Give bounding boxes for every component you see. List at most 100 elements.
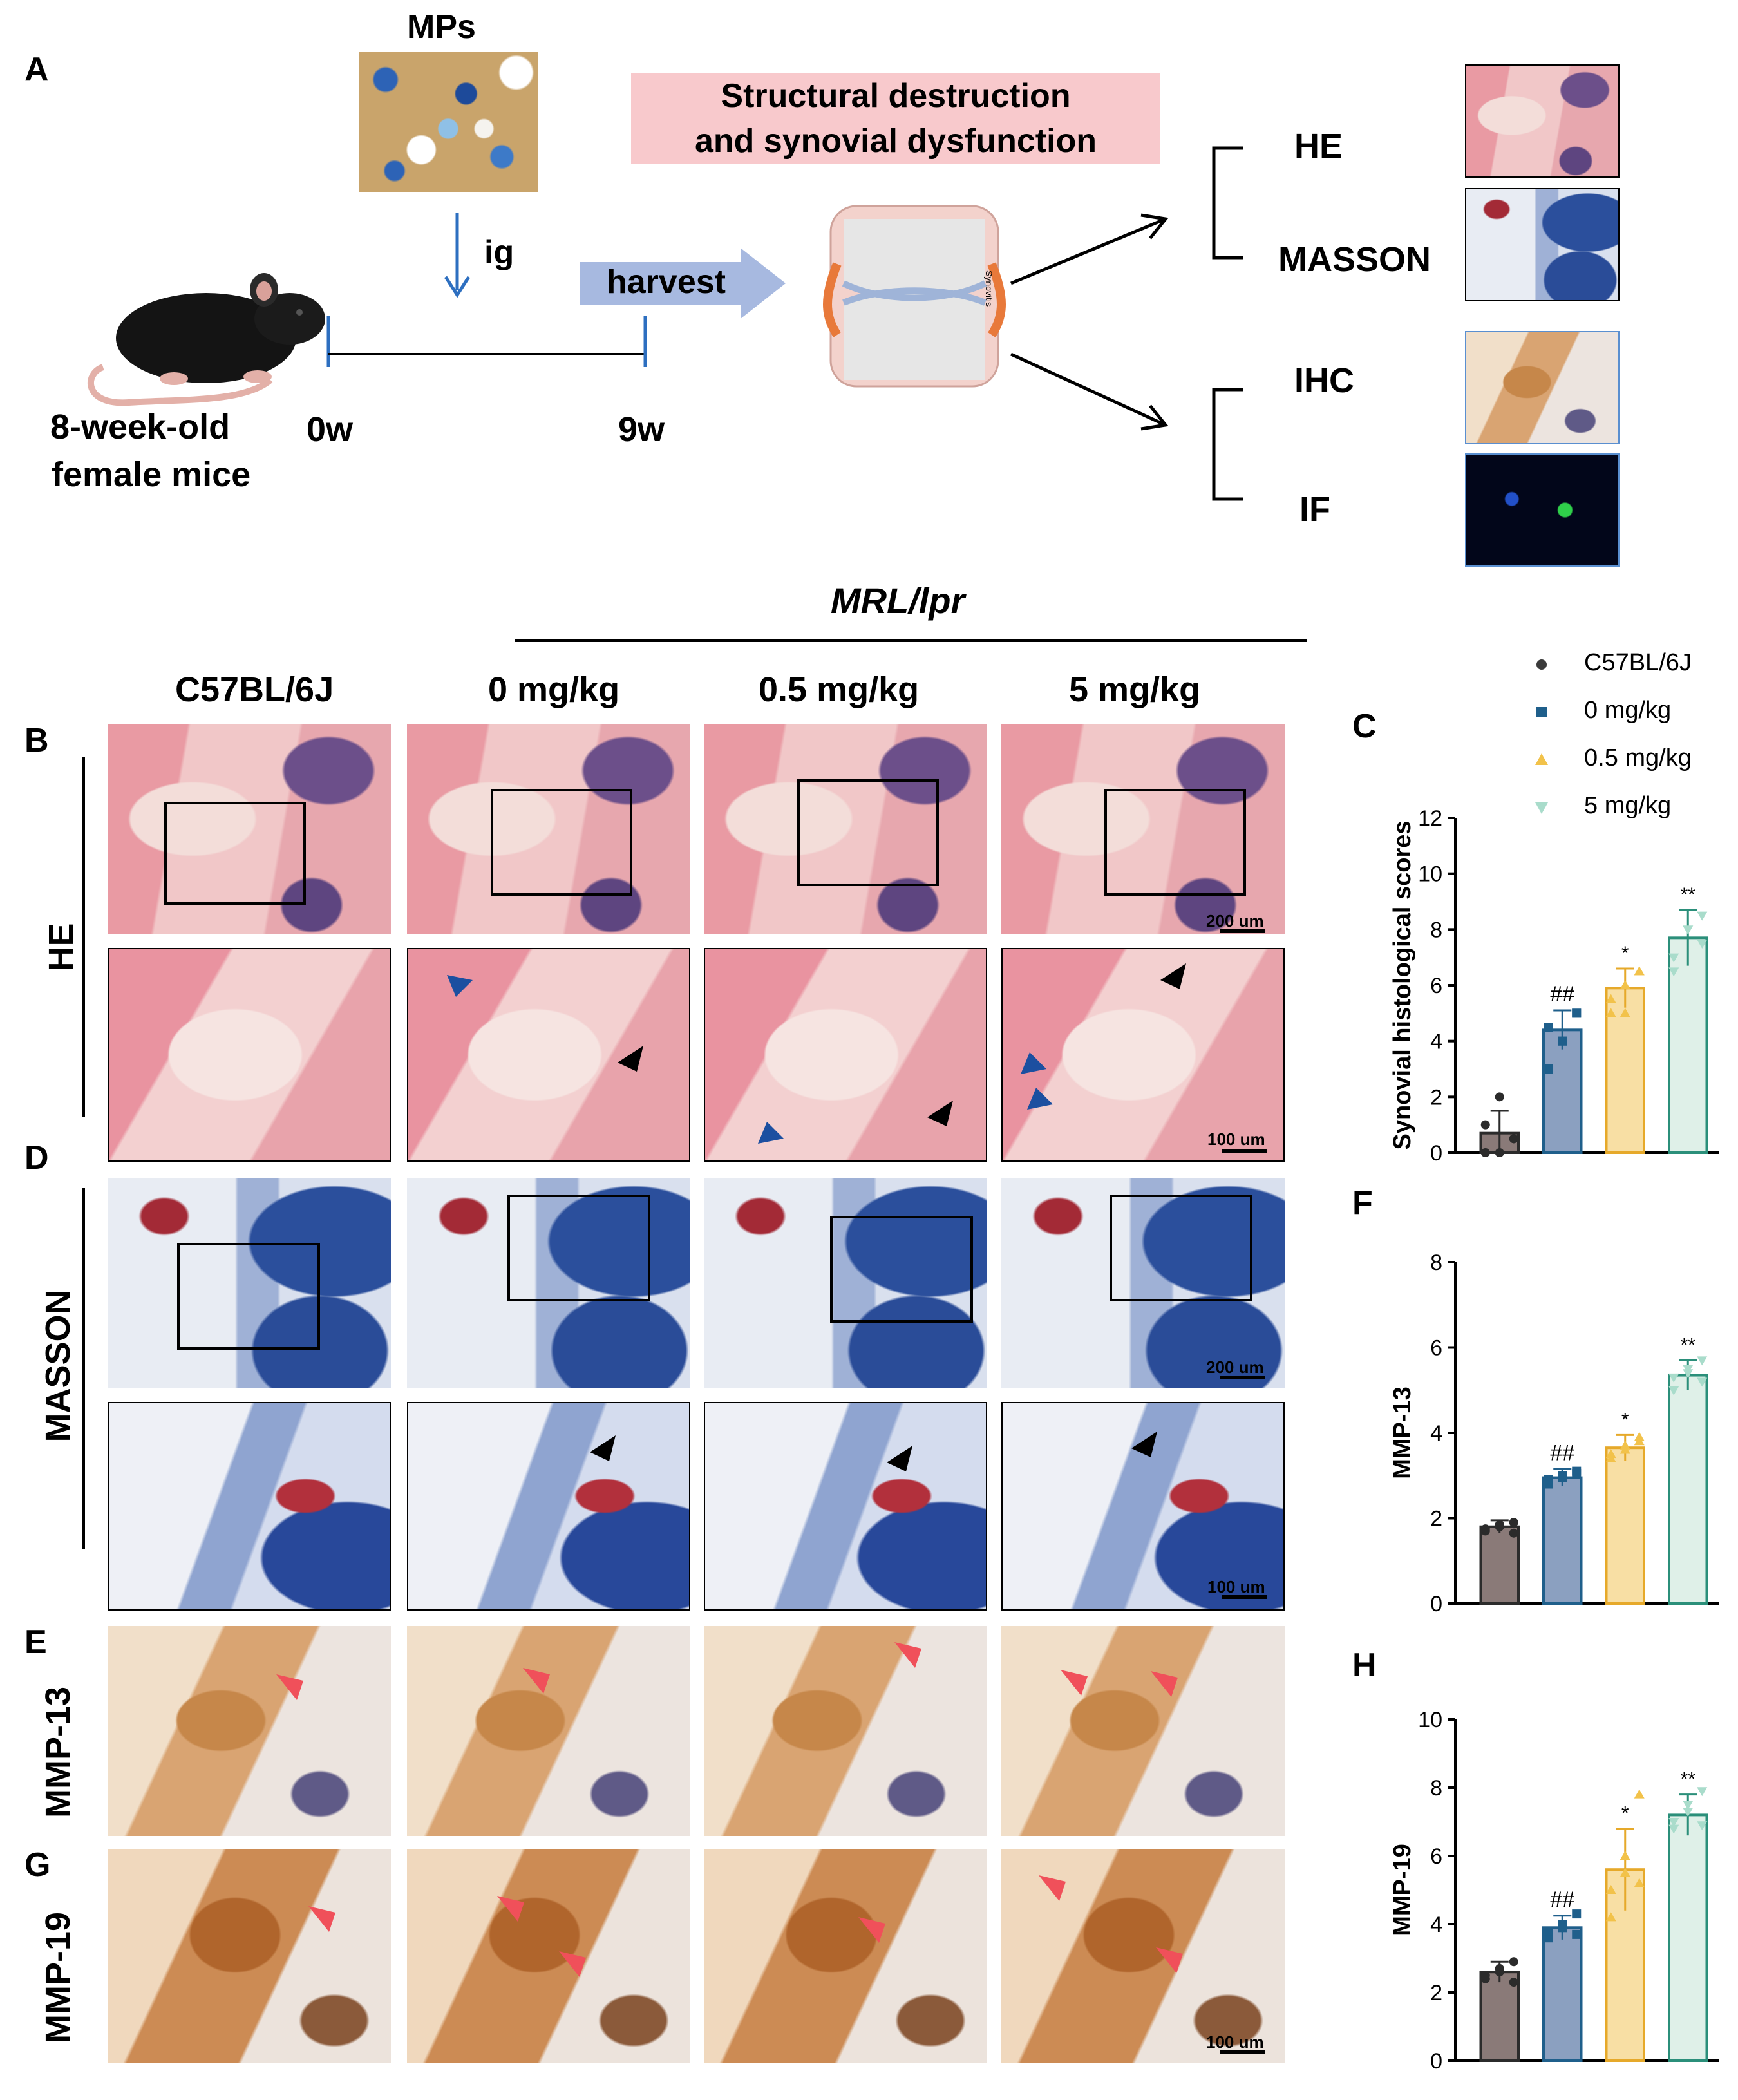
y-tick-label: 0: [1430, 1592, 1442, 1616]
timepoint-9w: 9w: [618, 410, 665, 449]
red-arrowhead-icon: [559, 1951, 586, 1977]
y-tick-label: 4: [1430, 1421, 1442, 1446]
thumb-masson: [1465, 188, 1620, 301]
legend-marker-c57: [1536, 659, 1547, 670]
significance-label: **: [1681, 1769, 1696, 1790]
banner-line1: Structural destruction: [721, 77, 1071, 115]
blue-arrowhead-icon: [758, 1122, 784, 1144]
method-ihc: IHC: [1294, 361, 1354, 400]
data-point: [1605, 994, 1616, 1003]
masson-low-0mg: [407, 1178, 690, 1388]
zoom-box: [830, 1216, 973, 1323]
significance-label: *: [1621, 1803, 1629, 1824]
y-tick-label: 12: [1418, 806, 1442, 831]
data-point: [1620, 980, 1630, 989]
he-low-c57: [108, 724, 391, 934]
bar: [1605, 1446, 1645, 1605]
data-point: [1683, 1801, 1694, 1810]
scale-bar: [1220, 929, 1265, 933]
scale-label-100: 100 um: [1207, 1577, 1265, 1596]
method-he: HE: [1294, 127, 1343, 166]
data-point: [1605, 1449, 1616, 1459]
legend-marker-0mg: [1536, 707, 1547, 717]
bar: [1542, 1476, 1583, 1605]
masson-high-05mg: [704, 1402, 987, 1611]
mps-label: MPs: [407, 8, 476, 46]
data-point: [1495, 1092, 1504, 1102]
scale-label-100: 100 um: [1206, 2032, 1264, 2052]
y-axis-label: MMP-13: [1389, 1386, 1416, 1479]
y-tick-label: 6: [1430, 1336, 1442, 1361]
y-axis-label: MMP-19: [1389, 1844, 1416, 1936]
data-point: [1509, 1134, 1518, 1144]
significance-label: **: [1681, 1334, 1696, 1356]
he-low-0mg: [407, 724, 690, 934]
legend-marker-05mg: [1535, 753, 1548, 765]
he-high-5mg: 100 um: [1001, 948, 1285, 1162]
panel-label-d: D: [24, 1139, 49, 1177]
black-arrowhead-icon: [1160, 963, 1186, 989]
bar: [1479, 1525, 1520, 1605]
strain-header: MRL/lpr: [831, 580, 965, 621]
significance-label: *: [1621, 1409, 1629, 1430]
red-arrowhead-icon: [1061, 1670, 1088, 1696]
blue-arrowhead-icon: [1021, 1052, 1046, 1074]
thumb-he: [1465, 64, 1620, 178]
mouse-illustration: [87, 273, 325, 406]
col-header-5mg: 5 mg/kg: [1069, 670, 1201, 709]
y-axis-label: Synovial histological scores: [1389, 820, 1416, 1149]
data-point: [1495, 1148, 1504, 1157]
ig-arrow: [444, 213, 471, 298]
banner: Structural destruction and synovial dysf…: [631, 73, 1160, 164]
significance-label: ##: [1550, 982, 1574, 1007]
zoom-box: [1104, 789, 1246, 896]
he-low-5mg: 200 um: [1001, 724, 1285, 934]
red-arrowhead-icon: [1039, 1875, 1066, 1901]
data-point: [1605, 1912, 1616, 1922]
data-point: [1620, 1008, 1630, 1017]
data-point: [1683, 1808, 1694, 1817]
method-if: IF: [1299, 490, 1330, 529]
panel-label-g: G: [24, 1846, 51, 1884]
zoom-box: [1110, 1195, 1252, 1301]
y-tick-label: 8: [1430, 1251, 1442, 1275]
zoom-box: [491, 789, 632, 896]
y-tick-label: 2: [1430, 1981, 1442, 2005]
method-masson: MASSON: [1278, 240, 1431, 279]
y-tick-label: 4: [1430, 1913, 1442, 1937]
data-point: [1634, 966, 1645, 976]
bar: [1479, 1971, 1520, 2063]
masson-high-c57: [108, 1402, 391, 1611]
data-point: [1544, 1023, 1553, 1032]
data-point: [1697, 1821, 1708, 1831]
red-arrowhead-icon: [523, 1668, 550, 1694]
he-low-05mg: [704, 724, 987, 934]
data-point: [1572, 1909, 1582, 1919]
y-tick-label: 0: [1430, 1141, 1442, 1166]
masson-high-5mg: 100 um: [1001, 1402, 1285, 1611]
data-point: [1544, 1064, 1553, 1074]
mmp19-05mg: [704, 1849, 987, 2063]
data-point: [1605, 1885, 1616, 1894]
data-point: [1572, 1008, 1582, 1018]
legend-label-05mg: 0.5 mg/kg: [1584, 744, 1692, 771]
he-high-0mg: [407, 948, 690, 1162]
legend-marker-5mg: [1535, 802, 1548, 814]
data-point: [1480, 1971, 1490, 1980]
significance-label: *: [1621, 943, 1629, 964]
red-arrowhead-icon: [1156, 1947, 1183, 1973]
y-tick-label: 4: [1430, 1030, 1442, 1054]
data-point: [1544, 1475, 1553, 1484]
data-point: [1683, 925, 1694, 935]
mmp13-5mg: [1001, 1626, 1285, 1836]
data-point: [1620, 1868, 1630, 1877]
y-tick-label: 2: [1430, 1085, 1442, 1110]
scale-label-100: 100 um: [1207, 1130, 1265, 1149]
masson-low-05mg: [704, 1178, 987, 1388]
legend-label-c57: C57BL/6J: [1584, 649, 1692, 676]
significance-label: **: [1681, 884, 1696, 905]
mmp13-0mg: [407, 1626, 690, 1836]
y-tick-label: 2: [1430, 1507, 1442, 1531]
col-header-c57: C57BL/6J: [175, 670, 334, 709]
